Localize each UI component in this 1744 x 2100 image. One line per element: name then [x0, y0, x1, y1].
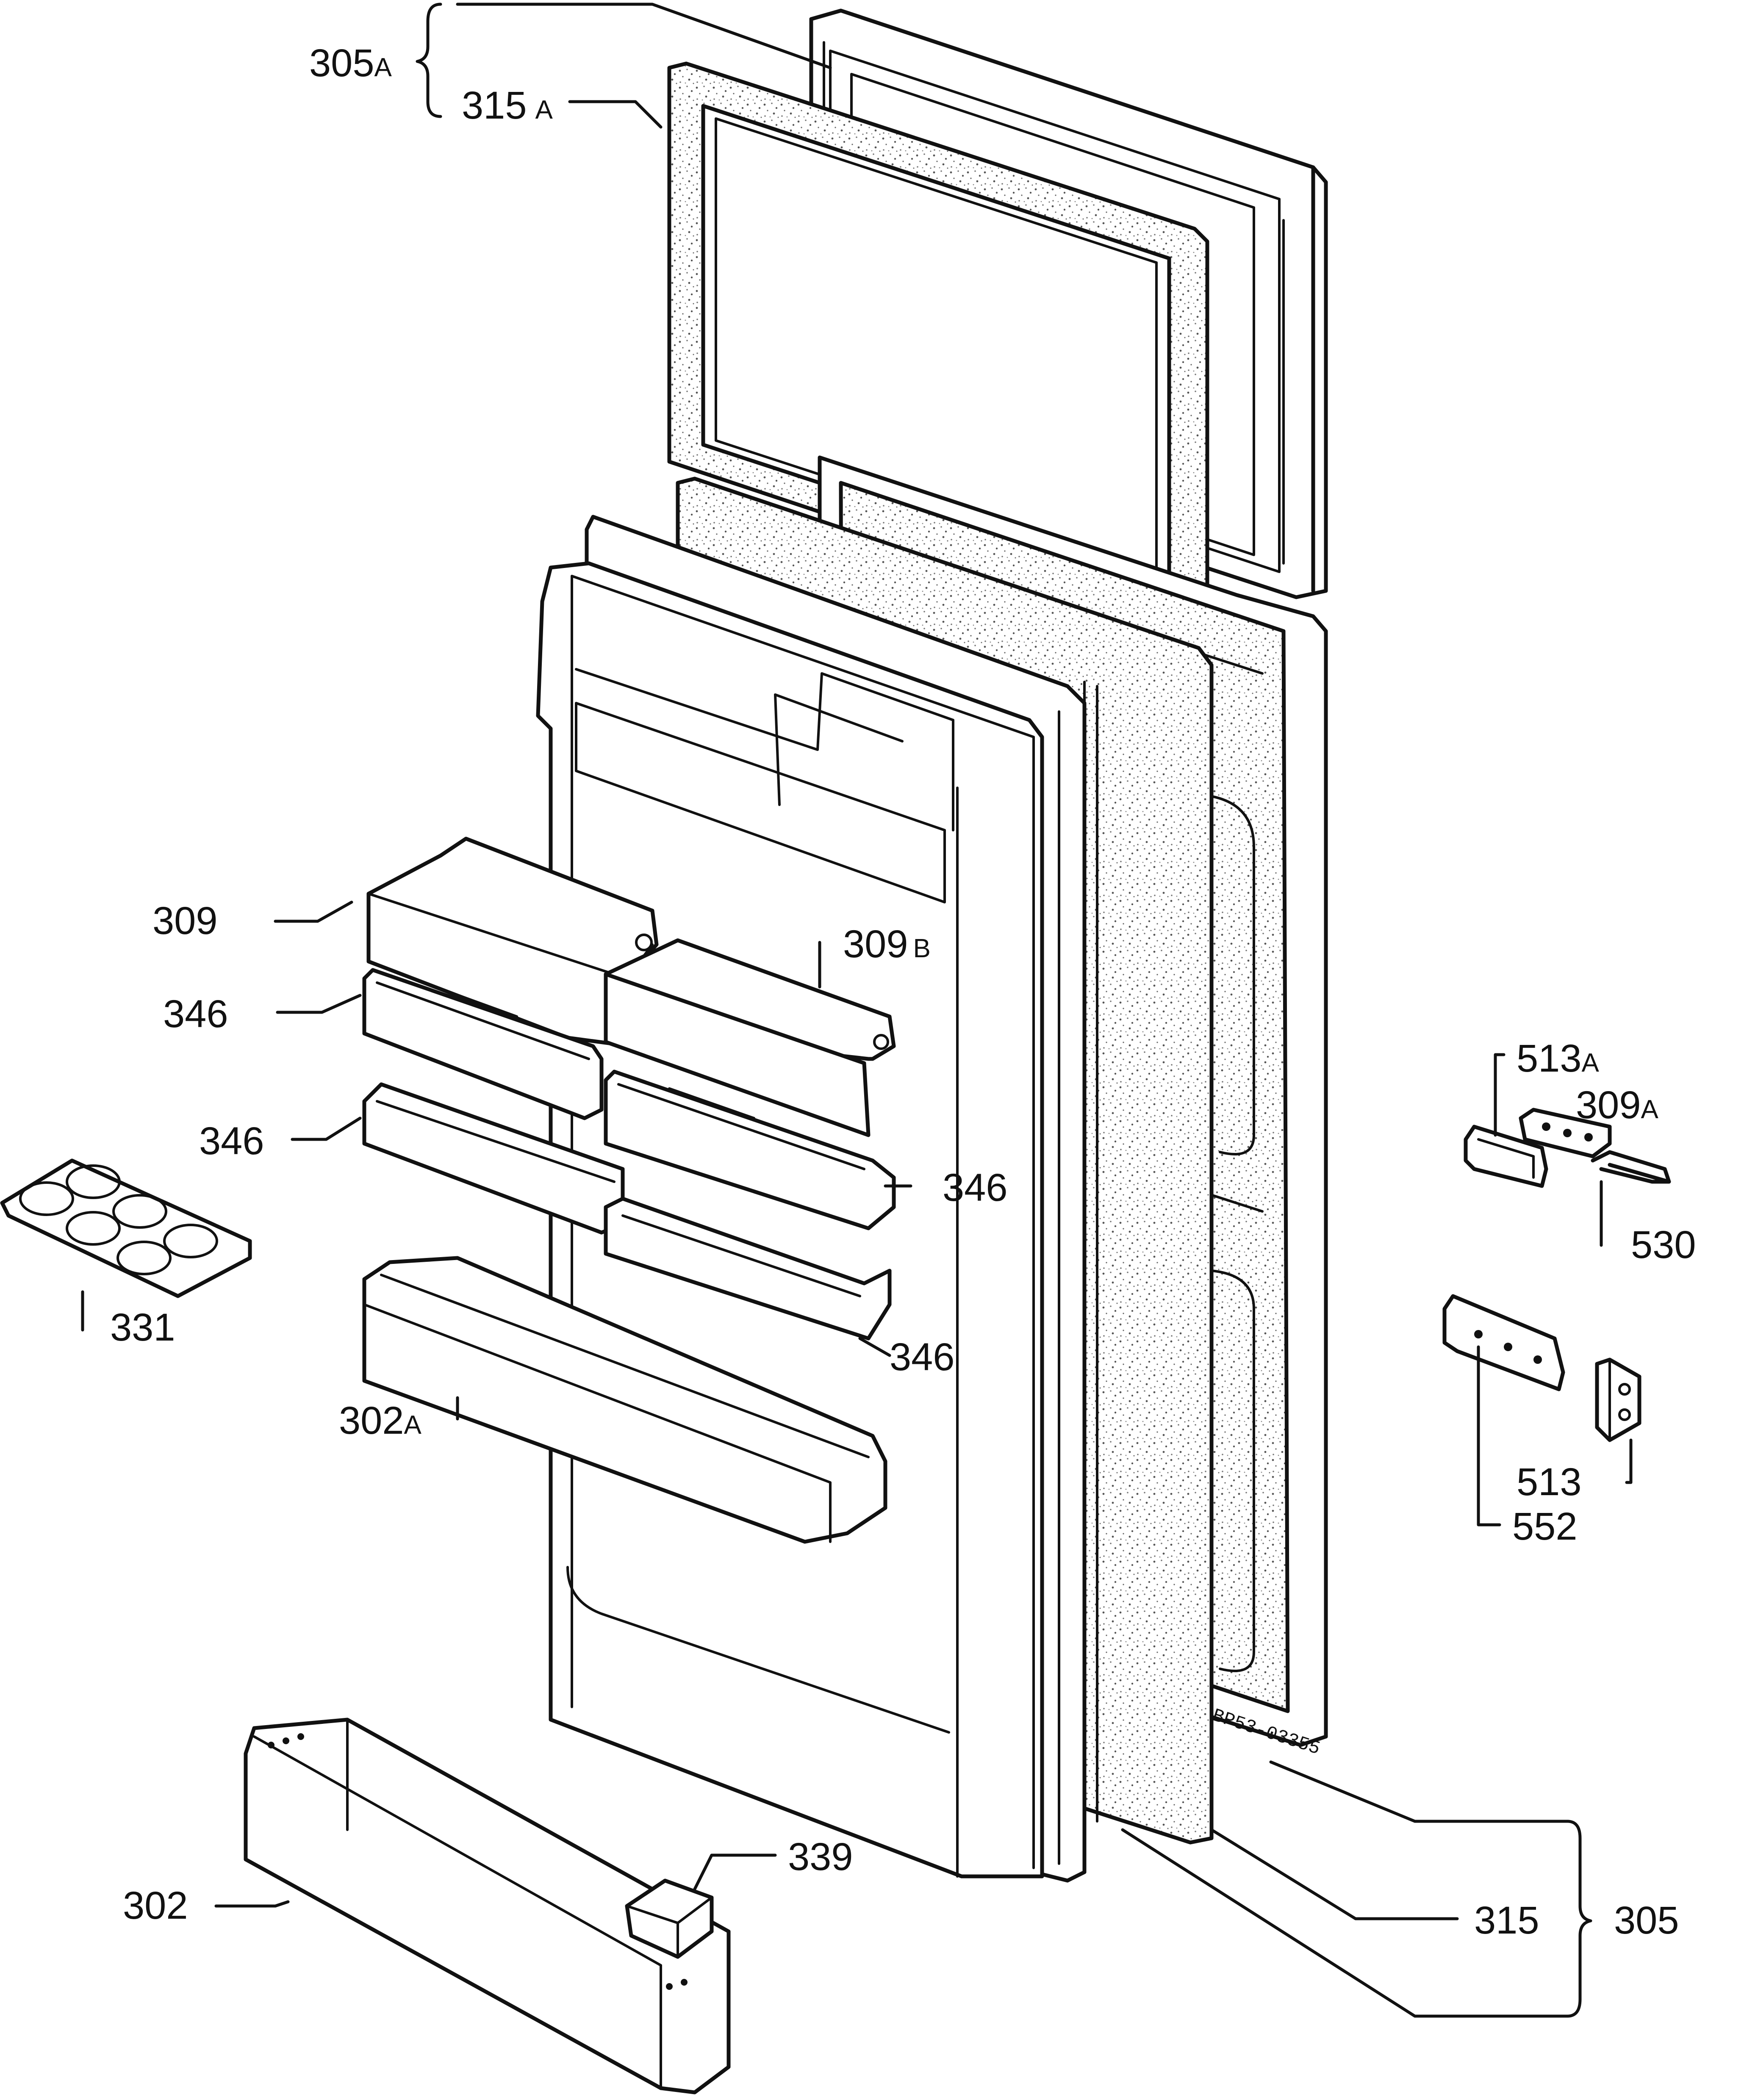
label-331: 331 — [110, 1306, 175, 1349]
label-339: 339 — [788, 1835, 853, 1878]
door-shelf-346-upper — [362, 968, 604, 1120]
label-309a: 309A — [1576, 1083, 1659, 1127]
hinge-cover-513a — [1464, 1125, 1548, 1188]
label-302a: 302A — [339, 1399, 422, 1442]
label-530: 530 — [1631, 1223, 1696, 1266]
label-305a: 305A — [309, 42, 392, 85]
bottle-shelf-302a — [362, 1256, 887, 1544]
door-shelf-346-right-upper — [604, 1069, 896, 1230]
hinge-bracket-552 — [1442, 1294, 1565, 1391]
label-346-right-upper: 346 — [943, 1166, 1008, 1209]
label-302: 302 — [123, 1884, 188, 1927]
label-346-upper: 346 — [163, 992, 228, 1036]
spring-clip-530 — [1591, 1150, 1671, 1184]
label-315: 315 — [1474, 1899, 1539, 1942]
label-552: 552 — [1512, 1505, 1578, 1548]
leader-lines — [81, 3, 1633, 2018]
dairy-compartment-309b — [604, 938, 896, 1137]
bottle-retainer-339 — [625, 1878, 714, 1959]
label-305: 305 — [1614, 1899, 1679, 1942]
hinge-plate-309a — [1519, 1108, 1612, 1158]
label-346-middle: 346 — [199, 1119, 264, 1163]
hinge-513 — [1595, 1358, 1641, 1442]
label-346-right-lower: 346 — [890, 1335, 955, 1379]
door-shelf-346-right-lower — [604, 1197, 892, 1341]
label-513a: 513A — [1517, 1037, 1600, 1080]
label-309: 309 — [152, 899, 218, 942]
label-513: 513 — [1517, 1460, 1582, 1504]
bottle-shelf-302 — [244, 1718, 731, 2094]
brace-305 — [1566, 1820, 1592, 2018]
egg-tray-331 — [0, 1158, 252, 1298]
brace-305a — [416, 3, 442, 118]
